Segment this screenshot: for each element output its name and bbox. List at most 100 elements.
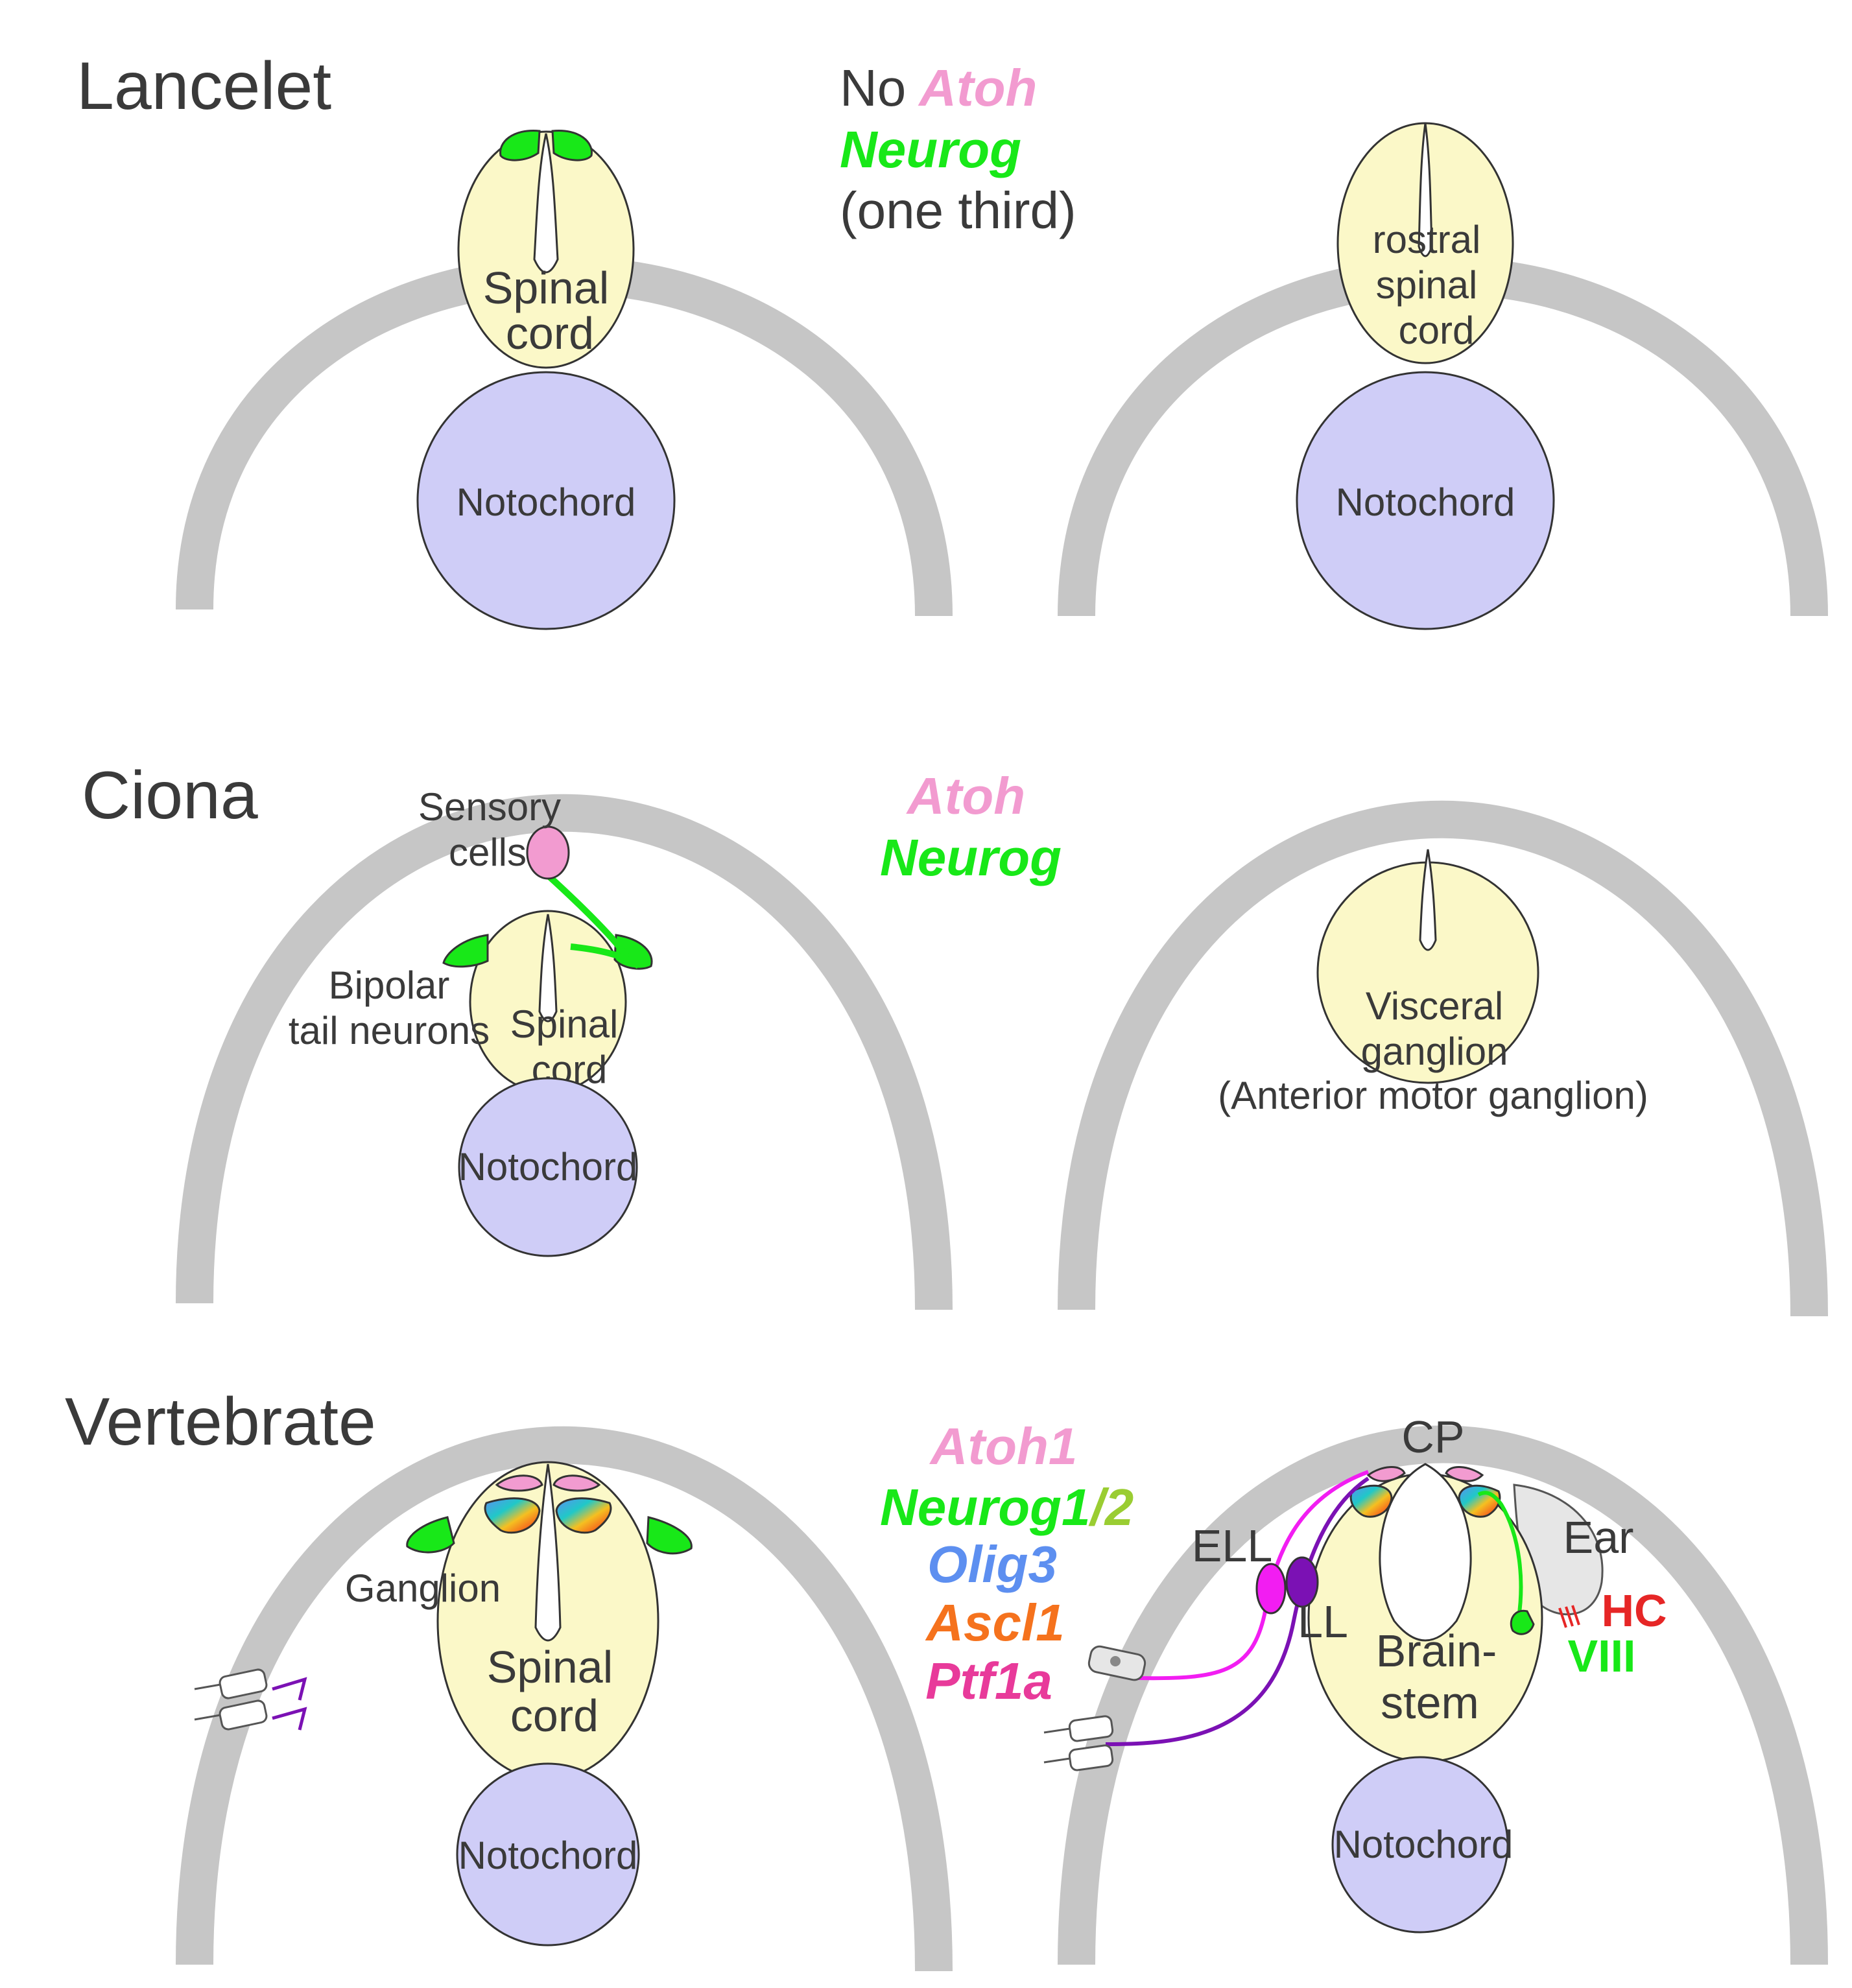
viii-afferent — [1477, 1491, 1523, 1618]
legend-one-third: (one third) — [840, 182, 1076, 239]
lancelet-right-panel: rostral spinal cord Notochord — [1058, 122, 1828, 630]
brainstem-label-line1: Brain- — [1376, 1626, 1497, 1676]
viii-ganglion — [1510, 1609, 1535, 1635]
legend-neurog1: Neurog1 — [880, 1478, 1091, 1536]
legend-neurog-line: Neurog1/2 — [880, 1478, 1134, 1536]
legend-olig3: Olig3 — [927, 1535, 1057, 1593]
lateral-line-neuromast — [1043, 1715, 1114, 1771]
legend-neurog: Neurog — [880, 829, 1062, 886]
legend-no: No — [840, 59, 906, 117]
cord-label-line3: cord — [1399, 309, 1475, 352]
ear-label: Ear — [1563, 1512, 1634, 1563]
ll-label: LL — [1298, 1596, 1348, 1647]
cord-label-line1: Spinal — [487, 1642, 613, 1692]
legend-neurog2: 2 — [1104, 1478, 1134, 1536]
notochord — [1331, 1756, 1509, 1934]
neural-canal — [533, 133, 559, 274]
hair-cell — [219, 1699, 268, 1731]
cord-label-line1: rostral — [1373, 218, 1481, 261]
sensory-label-line1: Sensory — [418, 785, 561, 829]
hair-cells-inner-ear — [1558, 1605, 1580, 1628]
brainstem-label-line2: stem — [1381, 1677, 1479, 1728]
kinocilium — [1043, 1757, 1071, 1764]
legend-atoh: Atoh — [906, 767, 1025, 825]
cord-label-line2: cord — [506, 308, 594, 359]
neural-canal — [1419, 849, 1437, 951]
ganglion-right — [646, 1516, 693, 1555]
cp-label: CP — [1401, 1412, 1464, 1462]
ll-afferent-fiber — [272, 1707, 307, 1731]
ciona-right-panel: Visceral ganglion (Anterior motor gangli… — [1058, 800, 1828, 1317]
neurog-domain-right — [551, 130, 593, 161]
cord-label-line2: cord — [510, 1690, 599, 1741]
legend-ascl1: Ascl1 — [925, 1594, 1064, 1651]
hair-cell — [1068, 1744, 1114, 1771]
cord-label-line1: Spinal — [510, 1002, 619, 1046]
neural-canal — [1418, 123, 1433, 257]
ganglion-left — [406, 1516, 455, 1554]
progenitor-domain-left — [484, 1497, 541, 1534]
bipolar-label-line2: tail neurons — [289, 1009, 490, 1052]
ll-afferent-fiber — [272, 1677, 307, 1701]
vertebrate-right-panel: CP Ear HC VIII ELL LL Brain- stem — [1043, 1412, 1828, 1965]
viii-label: VIII — [1567, 1631, 1635, 1681]
bipolar-axon — [570, 943, 641, 969]
notochord — [456, 1762, 640, 1947]
vertebrate-row: Vertebrate Ganglion Spinal cord Notochor… — [65, 1384, 1828, 1972]
notochord — [416, 371, 676, 630]
legend-atoh1: Atoh1 — [929, 1417, 1078, 1475]
notochord-label: Notochord — [457, 480, 636, 524]
ell-label: ELL — [1192, 1521, 1273, 1571]
bipolar-label-line1: Bipolar — [329, 964, 450, 1007]
notochord-label: Notochord — [1334, 1823, 1514, 1866]
vertebrate-legend: Atoh1 Neurog1/2 Olig3 Ascl1 Ptf1a — [880, 1417, 1134, 1710]
kinocilium — [194, 1683, 221, 1690]
ell-ganglion — [1255, 1563, 1287, 1615]
body-wall-arc — [1058, 1425, 1828, 1965]
atoh1-domain-right — [552, 1474, 601, 1492]
ciona-row: Ciona Sensory cells Bipolar tail neurons… — [82, 758, 1828, 1317]
ganglion-label: Ganglion — [345, 1567, 501, 1610]
ll-afferent — [1105, 1476, 1370, 1746]
ciona-left-panel: Sensory cells Bipolar tail neurons Spina… — [176, 785, 953, 1310]
atoh1-domain-left — [495, 1474, 543, 1492]
cord-label-line2: spinal — [1376, 263, 1478, 307]
visceral-label-line2: ganglion — [1361, 1030, 1508, 1073]
sensory-axon — [545, 873, 632, 962]
visceral-label-line1: Visceral — [1366, 984, 1503, 1028]
row-title-ciona: Ciona — [82, 758, 258, 833]
notochord-label: Notochord — [1336, 480, 1515, 524]
ampullary-cell — [1110, 1656, 1121, 1666]
ciona-legend: Atoh Neurog — [880, 767, 1062, 886]
notochord-label: Notochord — [458, 1145, 638, 1189]
legend-ptf1a: Ptf1a — [925, 1652, 1052, 1710]
neural-canal — [538, 914, 558, 1023]
electroreceptor — [1087, 1645, 1146, 1681]
ll-ganglion — [1285, 1556, 1319, 1608]
atoh1-domain-left — [1366, 1466, 1406, 1482]
hair-cell — [219, 1668, 268, 1699]
row-title-vertebrate: Vertebrate — [65, 1384, 376, 1460]
hair-cell — [1571, 1605, 1580, 1626]
legend-neurog: Neurog — [840, 121, 1021, 178]
hair-cell — [1068, 1715, 1114, 1742]
bipolar-neuron-left — [442, 934, 489, 968]
notochord — [1296, 371, 1555, 630]
hair-cell — [1565, 1606, 1574, 1627]
progenitor-domain-left — [1349, 1484, 1393, 1518]
anterior-motor-ganglion-label: (Anterior motor ganglion) — [1218, 1074, 1648, 1117]
lancelet-left-panel: Spinal cord Notochord — [176, 130, 953, 630]
progenitor-domain-right — [555, 1497, 612, 1534]
legend-atoh: Atoh — [918, 59, 1037, 117]
row-title-lancelet: Lancelet — [77, 49, 331, 124]
neurog-domain-left — [499, 130, 541, 161]
sensory-cell — [526, 825, 570, 880]
notochord-label: Notochord — [458, 1834, 638, 1877]
hc-label: HC — [1601, 1585, 1667, 1636]
body-wall-arc — [176, 794, 953, 1310]
kinocilium — [1043, 1727, 1071, 1734]
